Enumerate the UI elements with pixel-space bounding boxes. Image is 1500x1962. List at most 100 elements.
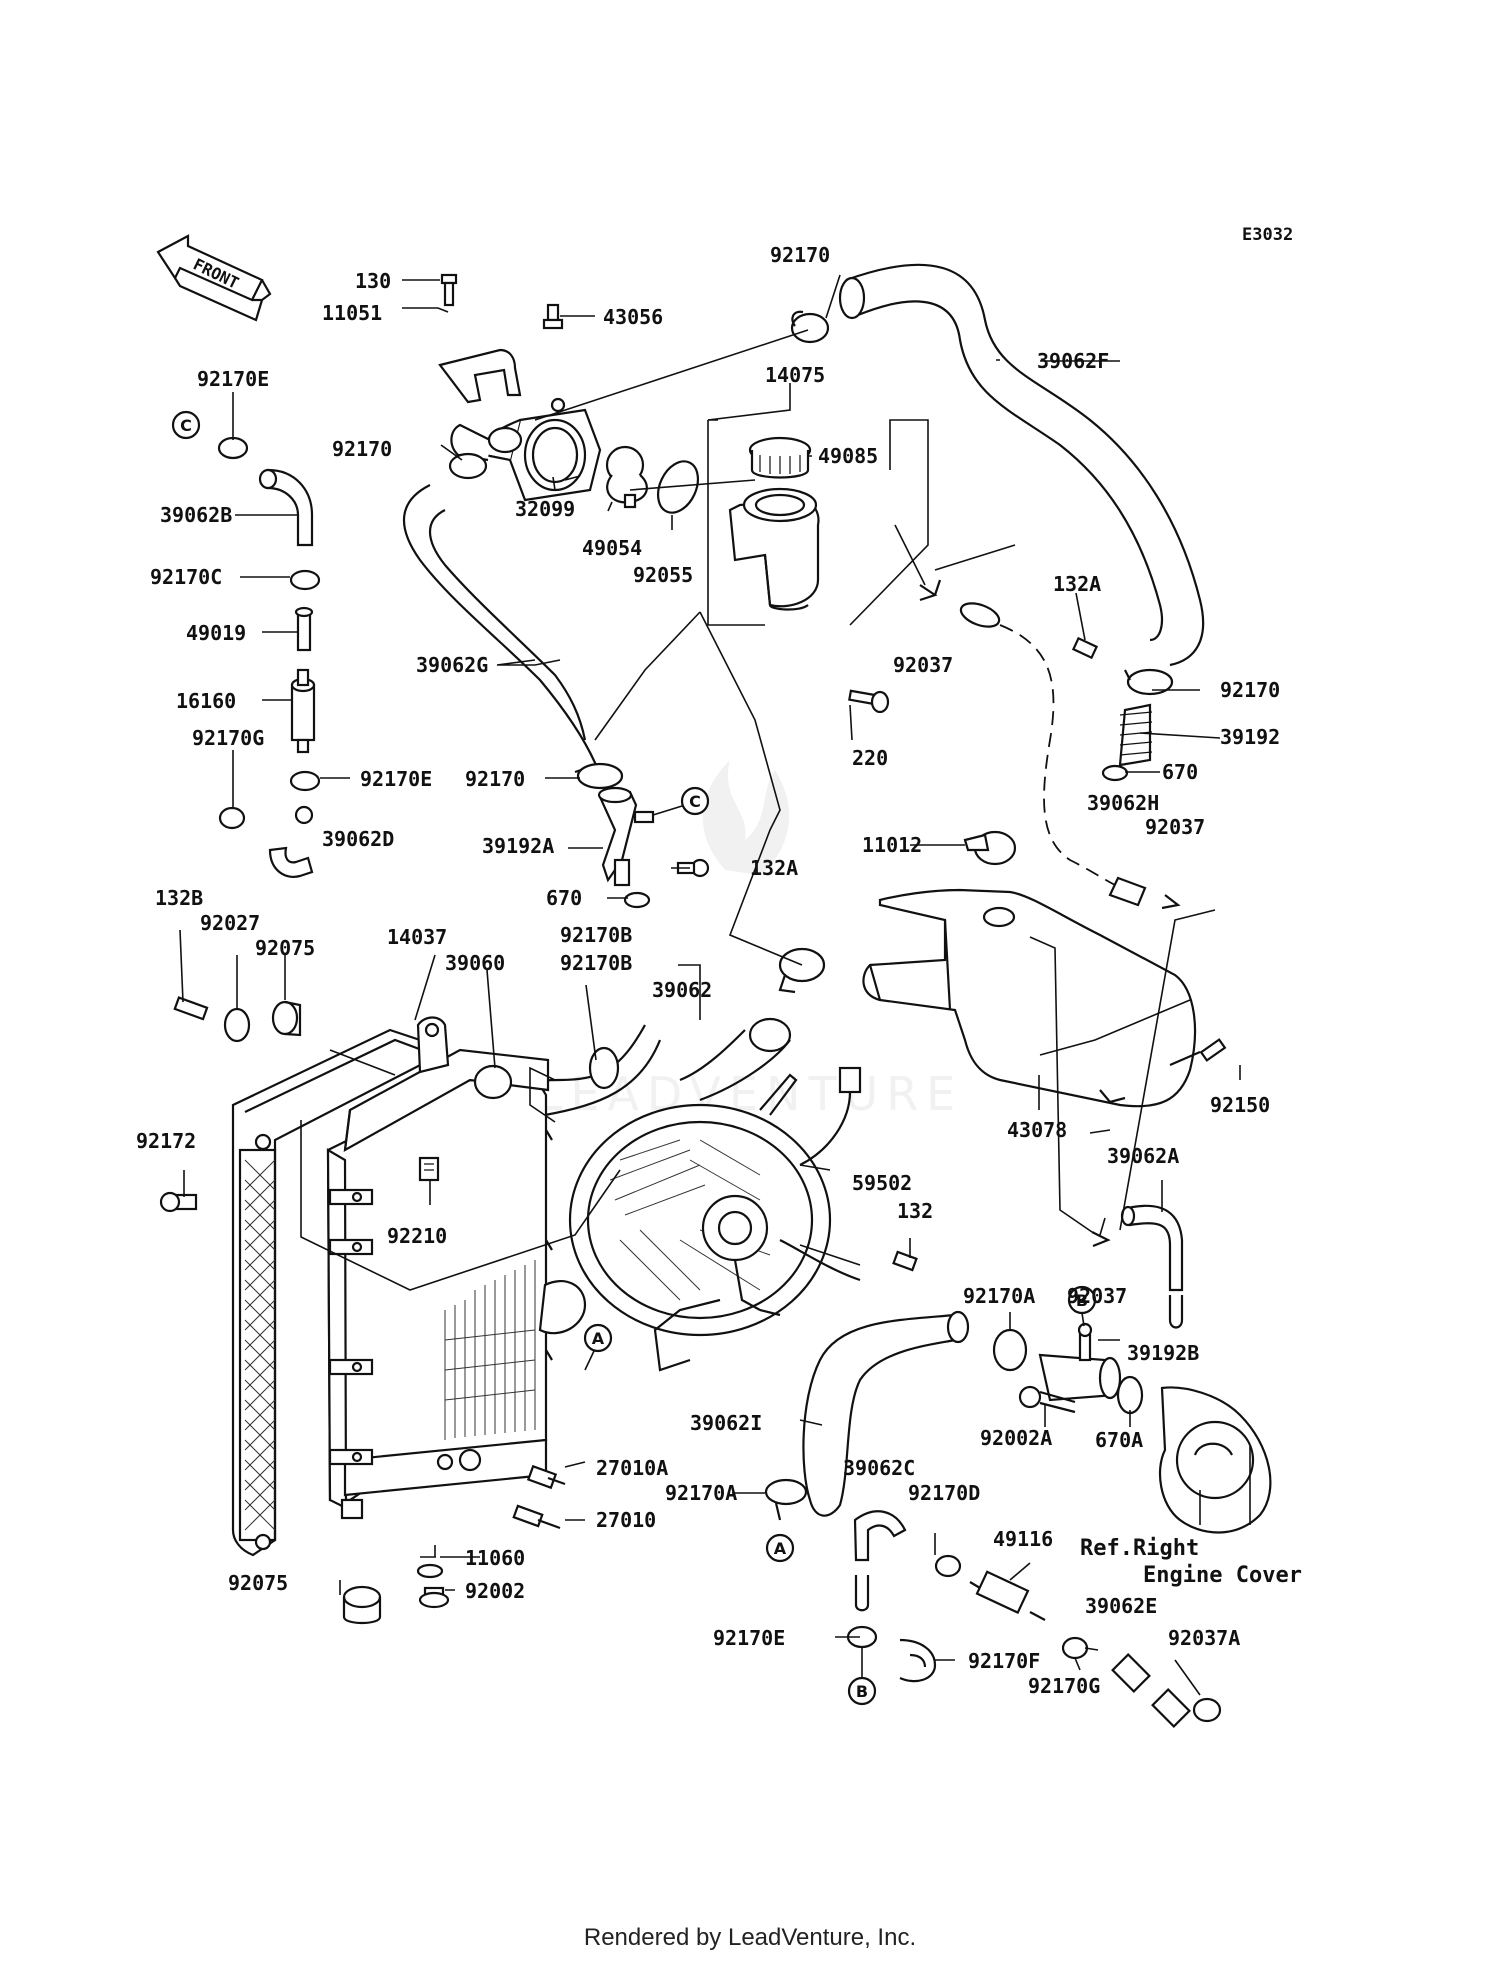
- sticker-92210: [418, 1156, 440, 1182]
- hose-39062d: [268, 805, 314, 878]
- part-label: 92170E: [713, 1626, 785, 1650]
- svg-text:C: C: [689, 792, 701, 811]
- part-label: 92075: [228, 1571, 288, 1595]
- part-labels: E3032 130 11051 43056 92170 39062F 14075…: [136, 225, 1293, 1698]
- part-label: 92170: [332, 437, 392, 461]
- part-label: 220: [852, 746, 888, 770]
- part-label: 39192: [1220, 725, 1280, 749]
- part-label: 39062D: [322, 827, 394, 851]
- o-ring-670: [623, 891, 651, 909]
- part-label: 92002: [465, 1579, 525, 1603]
- clamp-92170-right: [1124, 668, 1174, 696]
- part-label: 43056: [603, 305, 663, 329]
- clamp-92170b-right: [778, 947, 826, 994]
- part-label: 92170: [770, 243, 830, 267]
- tank-cap-11012: [963, 830, 1017, 866]
- front-direction-arrow: FRONT: [156, 234, 272, 322]
- bolt-132: [892, 1250, 918, 1272]
- part-label: 92172: [136, 1129, 196, 1153]
- part-label: 92210: [387, 1224, 447, 1248]
- part-label: 92075: [255, 936, 315, 960]
- bracket-11051: [438, 348, 522, 404]
- part-label: 92170: [1220, 678, 1280, 702]
- part-label: 39062H: [1087, 791, 1159, 815]
- sensor-43056: [542, 303, 564, 330]
- clamp-92170b-left: [588, 1046, 620, 1090]
- grommet-92075-bottom: [342, 1585, 382, 1625]
- part-label: 11012: [862, 833, 922, 857]
- hose-39062f: [838, 263, 1205, 667]
- part-label: 39192A: [482, 834, 554, 858]
- bolt-132b: [173, 996, 209, 1021]
- part-label: 92027: [200, 911, 260, 935]
- part-label: 132: [897, 1199, 933, 1223]
- part-label: 92055: [633, 563, 693, 587]
- part-label: 49054: [582, 536, 642, 560]
- part-label: 132A: [750, 856, 798, 880]
- part-label: 92170A: [963, 1284, 1035, 1308]
- part-label: 92150: [1210, 1093, 1270, 1117]
- reference-note-line-2: Engine Cover: [1143, 1563, 1302, 1588]
- collar-92027: [223, 1007, 251, 1043]
- o-ring-92055: [656, 460, 700, 514]
- part-label: 92170F: [968, 1649, 1040, 1673]
- part-label: 132A: [1053, 572, 1101, 596]
- union-49019: [294, 606, 314, 652]
- fan-switch-27010a: [526, 1464, 566, 1490]
- fitting-39192: [1118, 703, 1153, 767]
- screw-220: [848, 689, 890, 714]
- connector-a-bottom: A: [765, 1533, 795, 1563]
- thermostat-housing-32099: [450, 397, 602, 502]
- part-label: 39192B: [1127, 1341, 1199, 1365]
- part-label: 92170B: [560, 951, 632, 975]
- fan-assembly-59502: [568, 1066, 862, 1372]
- part-label: 92170E: [197, 367, 269, 391]
- clamp-92170e-mid: [289, 770, 321, 792]
- part-label: 39062B: [160, 503, 232, 527]
- connector-c-right: C: [652, 786, 710, 816]
- clamp-92170a-right: [992, 1328, 1028, 1372]
- part-label: 92037: [893, 653, 953, 677]
- part-label: 39062I: [690, 1411, 762, 1435]
- radiator-39060: [326, 1016, 553, 1520]
- clamp-92170-mid: [576, 762, 624, 790]
- reference-note: Ref.Right Engine Cover: [1080, 1536, 1302, 1588]
- hose-39062g: [402, 484, 598, 774]
- part-label: 670: [546, 886, 582, 910]
- footer-credit: Rendered by LeadVenture, Inc.: [584, 1924, 916, 1951]
- connector-b-right: B: [1067, 1285, 1097, 1327]
- hose-39062: [498, 1017, 792, 1120]
- clamp-92170d: [934, 1554, 962, 1578]
- part-label: 39062G: [416, 653, 488, 677]
- bolt-132a-upper: [1071, 636, 1099, 660]
- part-label: 92037A: [1168, 1626, 1240, 1650]
- part-label: 92037: [1145, 815, 1205, 839]
- svg-text:C: C: [180, 416, 192, 435]
- svg-text:A: A: [774, 1539, 787, 1558]
- svg-text:B: B: [856, 1682, 868, 1701]
- part-label: 92170D: [908, 1481, 980, 1505]
- washer-11060: [416, 1563, 444, 1579]
- part-label: 670A: [1095, 1428, 1143, 1452]
- hose-39062b: [258, 468, 314, 547]
- bolt-92002a: [1018, 1385, 1076, 1414]
- hose-39062e: [1111, 1653, 1191, 1728]
- part-label: 92170A: [665, 1481, 737, 1505]
- plug-92002: [418, 1586, 450, 1609]
- hose-39062a: [1120, 1204, 1184, 1329]
- part-label: 92170: [465, 767, 525, 791]
- connector-c-left: C: [171, 410, 201, 440]
- thermostat-49054: [605, 445, 648, 509]
- connector-b-bottom: B: [847, 1647, 877, 1706]
- part-label: 39060: [445, 951, 505, 975]
- part-label: 11051: [322, 301, 382, 325]
- part-label: 92170G: [1028, 1674, 1100, 1698]
- clip-92037-tank: [1161, 894, 1181, 910]
- radiator-cap-49085: [748, 436, 812, 479]
- svg-text:B: B: [1076, 1291, 1088, 1310]
- clamp-92170-top: [790, 310, 830, 344]
- part-label: 92170E: [360, 767, 432, 791]
- valve-16160: [290, 668, 316, 754]
- o-ring-670-right: [1101, 764, 1129, 782]
